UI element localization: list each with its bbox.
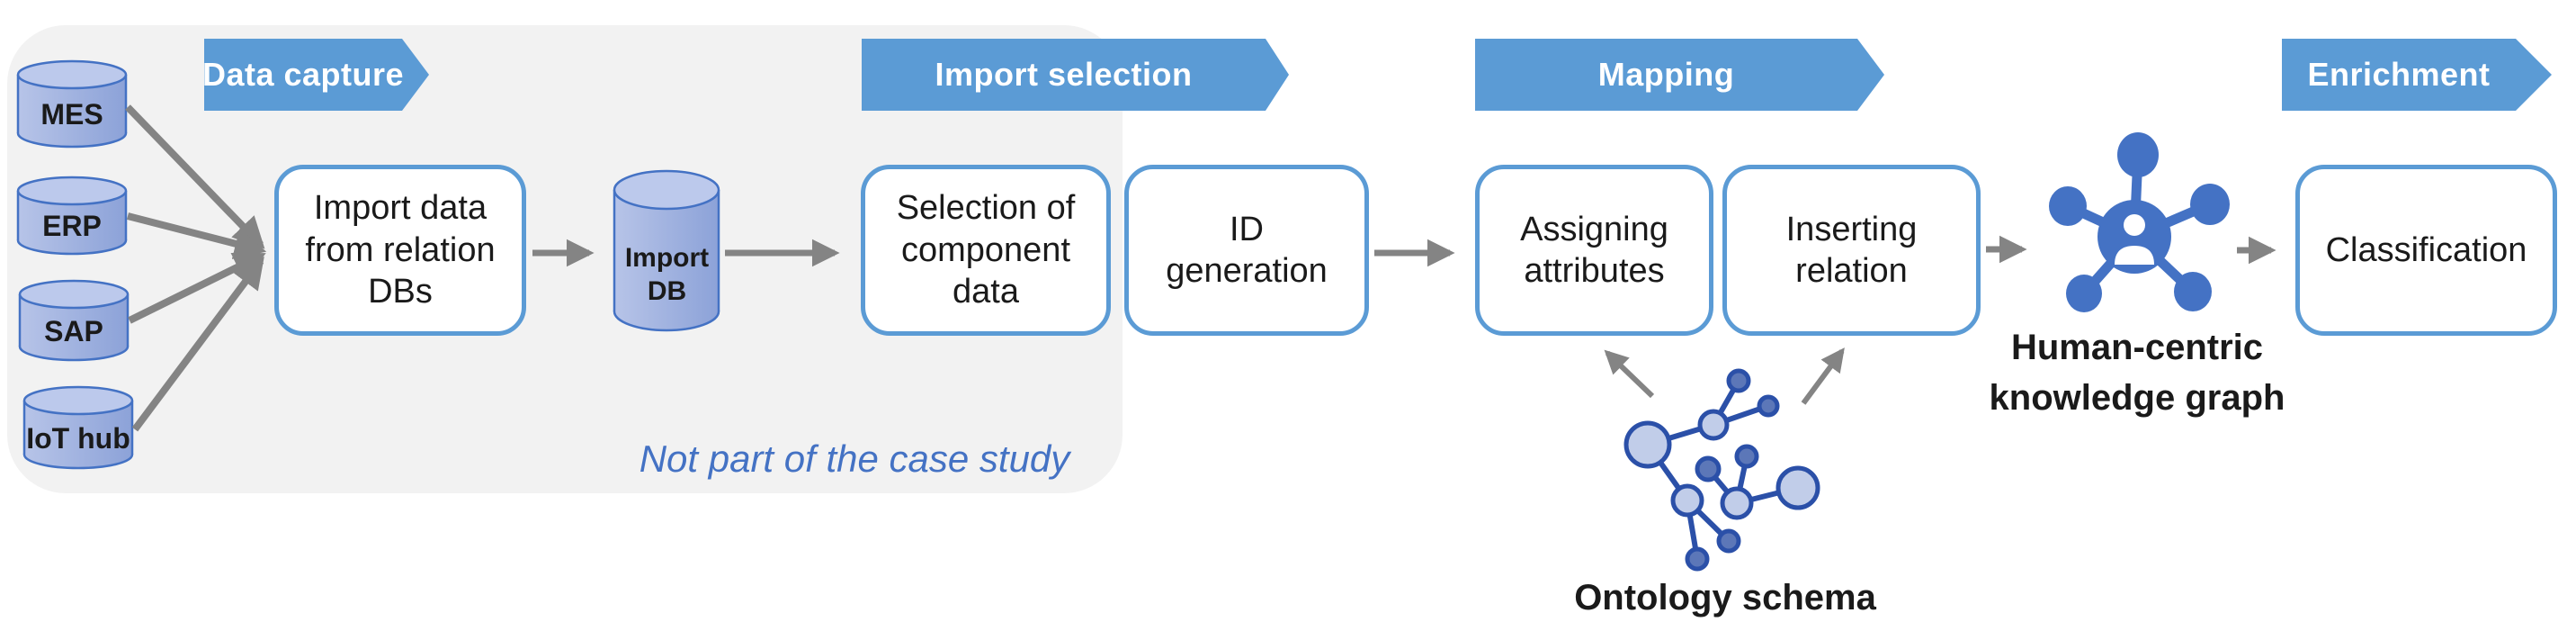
db-label-iot-hub: IoT hub bbox=[26, 421, 130, 455]
stage-banner-label: Data capture bbox=[201, 56, 405, 93]
arrow-ontology-to-assigning bbox=[1604, 349, 1655, 399]
stage-banner-import-selection: Import selection bbox=[862, 39, 1289, 111]
database-cylinder-icon-mes bbox=[16, 59, 128, 149]
stage-banner-label: Enrichment bbox=[2307, 56, 2491, 93]
database-cylinder-icon-erp bbox=[16, 176, 128, 256]
stage-banner-data-capture: Data capture bbox=[204, 39, 429, 111]
db-label-mes: MES bbox=[40, 98, 103, 131]
arrow-ontology-to-inserting bbox=[1801, 347, 1845, 405]
stage-banner-mapping: Mapping bbox=[1475, 39, 1884, 111]
db-label-import-db: Import DB bbox=[624, 242, 710, 307]
person-network-icon bbox=[2049, 132, 2230, 312]
label-human-centric-knowledge-graph: Human-centric knowledge graph bbox=[1989, 328, 2285, 418]
process-box-inserting-relation: Inserting relation bbox=[1722, 165, 1981, 336]
note-not-part-of-case-study: Not part of the case study bbox=[639, 437, 1070, 480]
process-box-selection: Selection of component data bbox=[861, 165, 1111, 336]
stage-banner-label: Mapping bbox=[1597, 56, 1735, 93]
process-box-assigning-attributes: Assigning attributes bbox=[1475, 165, 1713, 336]
db-label-erp: ERP bbox=[42, 210, 102, 242]
molecule-network-icon bbox=[1623, 368, 1820, 572]
database-cylinder-icon-sap bbox=[18, 279, 130, 362]
label-ontology-schema: Ontology schema bbox=[1574, 578, 1876, 617]
process-box-classification: Classification bbox=[2295, 165, 2557, 336]
database-cylinder-icon-import-db bbox=[613, 169, 720, 332]
stage-banner-enrichment: Enrichment bbox=[2282, 39, 2552, 111]
process-box-id-generation: ID generation bbox=[1124, 165, 1369, 336]
flow-arrows-sources-to-import bbox=[125, 104, 267, 432]
process-box-import-data: Import data from relation DBs bbox=[274, 165, 526, 336]
stage-banner-label: Import selection bbox=[935, 56, 1193, 93]
db-label-sap: SAP bbox=[44, 314, 103, 347]
database-cylinder-icon-iot-hub bbox=[22, 385, 134, 470]
